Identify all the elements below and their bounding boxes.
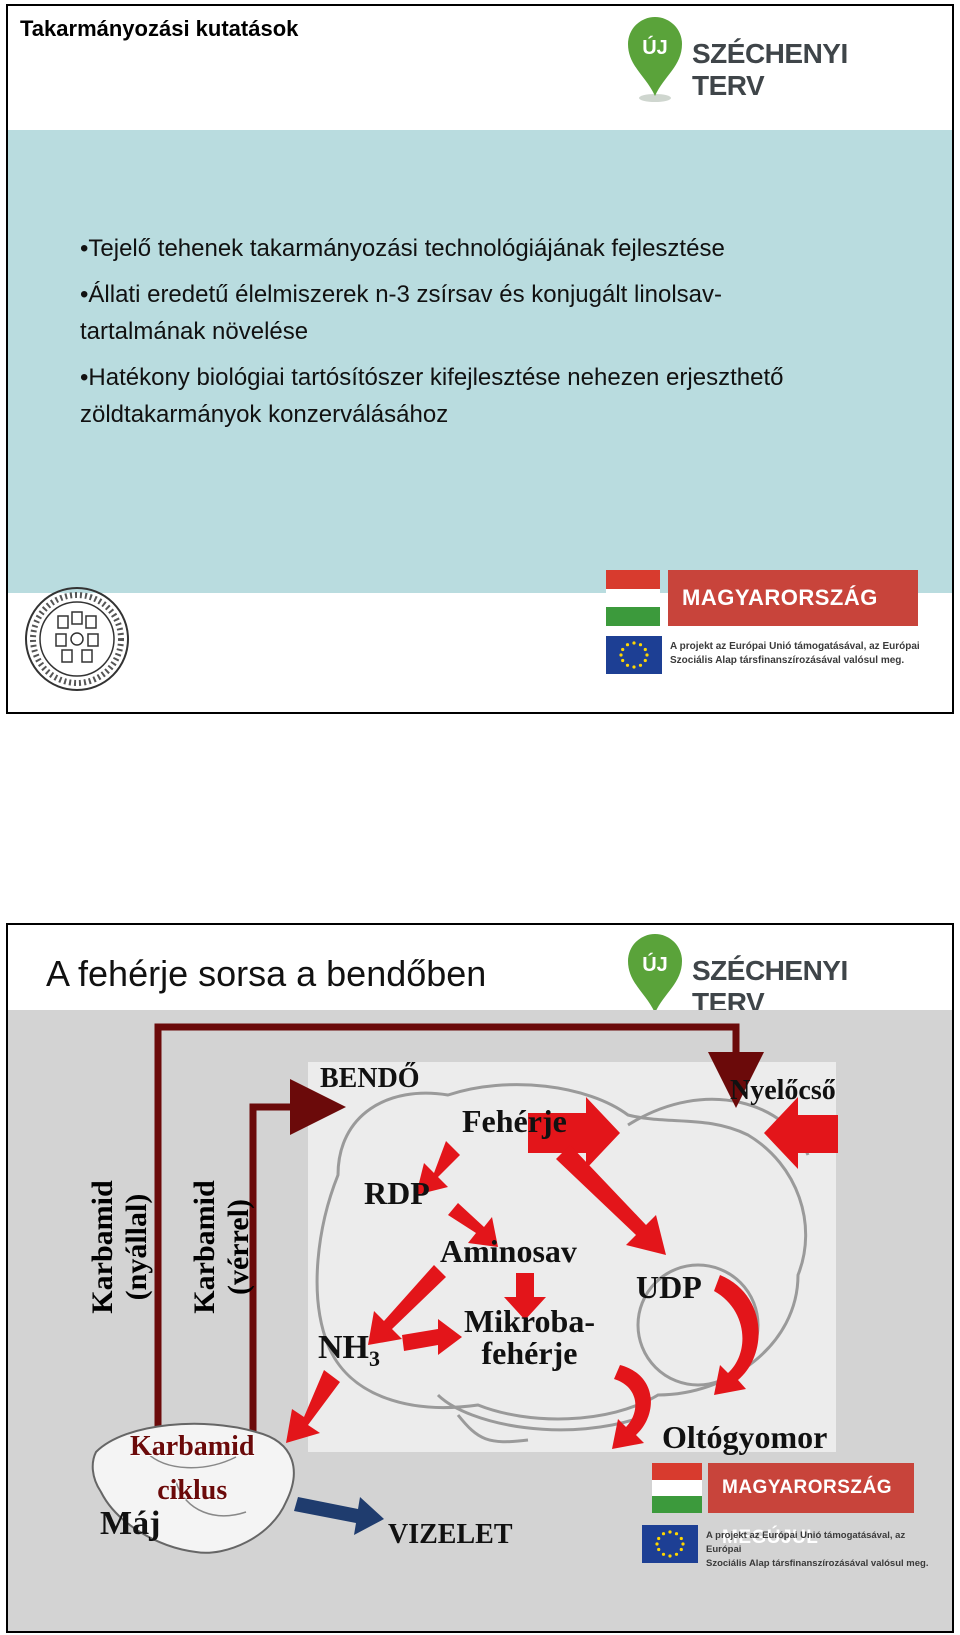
label-karbamid-verrel: Karbamid (vérrel)	[188, 1177, 256, 1317]
label-mikroba-line1: Mikroba-	[464, 1305, 595, 1337]
banner-text: MAGYARORSZÁG MEGÚJUL	[668, 570, 918, 626]
eu-text: A projekt az Európai Unió támogatásával,…	[706, 1529, 942, 1571]
label-nh3: NH3	[318, 1329, 380, 1372]
label-aminosav: Aminosav	[440, 1233, 577, 1270]
arrow-nh3-to-mikroba	[402, 1319, 462, 1355]
logo-pin-text: ÚJ	[642, 35, 668, 59]
label-karbamid-nyallal: Karbamid (nyállal)	[86, 1177, 154, 1317]
slide-1: Takarmányozási kutatások ÚJ SZÉCHENYI TE…	[6, 4, 954, 714]
eu-flag-icon	[606, 636, 662, 674]
label-mikrobafeherje: Mikroba- fehérje	[464, 1305, 595, 1369]
bullet-item: •Hatékony biológiai tartósítószer kifejl…	[80, 359, 840, 433]
label-mikroba-line2: fehérje	[464, 1337, 595, 1369]
szechenyi-pin-icon: ÚJ	[624, 14, 686, 104]
slide-2: A fehérje sorsa a bendőben ÚJ SZÉCHENYI …	[6, 923, 954, 1633]
bullet-list: •Tejelő tehenek takarmányozási technológ…	[80, 230, 900, 442]
label-nh3-sub: 3	[369, 1346, 380, 1371]
label-karbamid-nyallal-line2: (nyállal)	[120, 1177, 154, 1317]
hungarian-flag-icon	[606, 570, 660, 626]
logo-text: SZÉCHENYI TERV	[692, 38, 924, 102]
label-karbamid-ciklus-line1: Karbamid	[130, 1425, 254, 1469]
label-rdp: RDP	[364, 1175, 430, 1212]
eu-text-line-2: Szociális Alap társfinanszírozásával val…	[706, 1557, 942, 1571]
eu-funding-note: A projekt az Európai Unió támogatásával,…	[606, 636, 926, 676]
eu-flag-icon	[642, 1525, 698, 1563]
label-karbamid-verrel-line1: Karbamid	[188, 1177, 222, 1317]
eu-text-line-2: Szociális Alap társfinanszírozásával val…	[670, 654, 920, 668]
label-karbamid-ciklus: Karbamid ciklus	[130, 1425, 254, 1513]
eu-funding-note: A projekt az Európai Unió támogatásával,…	[642, 1525, 942, 1565]
hungarian-flag-icon	[652, 1463, 702, 1513]
red-flow-arrows	[286, 1097, 838, 1449]
magyarorszag-megujul-banner: MAGYARORSZÁG MEGÚJUL	[652, 1463, 914, 1513]
slide-1-title: Takarmányozási kutatások	[20, 16, 298, 42]
bullet-item: •Tejelő tehenek takarmányozási technológ…	[80, 230, 900, 267]
label-feherje: Fehérje	[462, 1103, 567, 1140]
eu-text: A projekt az Európai Unió támogatásával,…	[670, 640, 920, 668]
label-maj: Máj	[100, 1505, 160, 1543]
magyarorszag-megujul-banner: MAGYARORSZÁG MEGÚJUL	[606, 570, 918, 626]
university-seal-icon	[22, 584, 132, 694]
banner-text: MAGYARORSZÁG MEGÚJUL	[708, 1463, 914, 1513]
label-karbamid-nyallal-line1: Karbamid	[86, 1177, 120, 1317]
eu-text-line-1: A projekt az Európai Unió támogatásával,…	[670, 640, 920, 654]
label-vizelet: VIZELET	[388, 1519, 513, 1551]
label-nyelocso: Nyelőcső	[730, 1075, 836, 1107]
bullet-item: •Állati eredetű élelmiszerek n-3 zsírsav…	[80, 276, 780, 350]
label-nh3-main: NH	[318, 1329, 369, 1366]
label-bendo: BENDŐ	[320, 1063, 420, 1095]
label-udp: UDP	[636, 1269, 702, 1306]
label-karbamid-verrel-line2: (vérrel)	[222, 1177, 256, 1317]
curved-arrow-udp	[714, 1275, 759, 1395]
label-oltogyomor: Oltógyomor	[662, 1419, 827, 1456]
eu-text-line-1: A projekt az Európai Unió támogatásával,…	[706, 1529, 942, 1557]
szechenyi-terv-logo: ÚJ SZÉCHENYI TERV	[624, 14, 924, 104]
arrow-to-vizelet	[294, 1497, 384, 1535]
